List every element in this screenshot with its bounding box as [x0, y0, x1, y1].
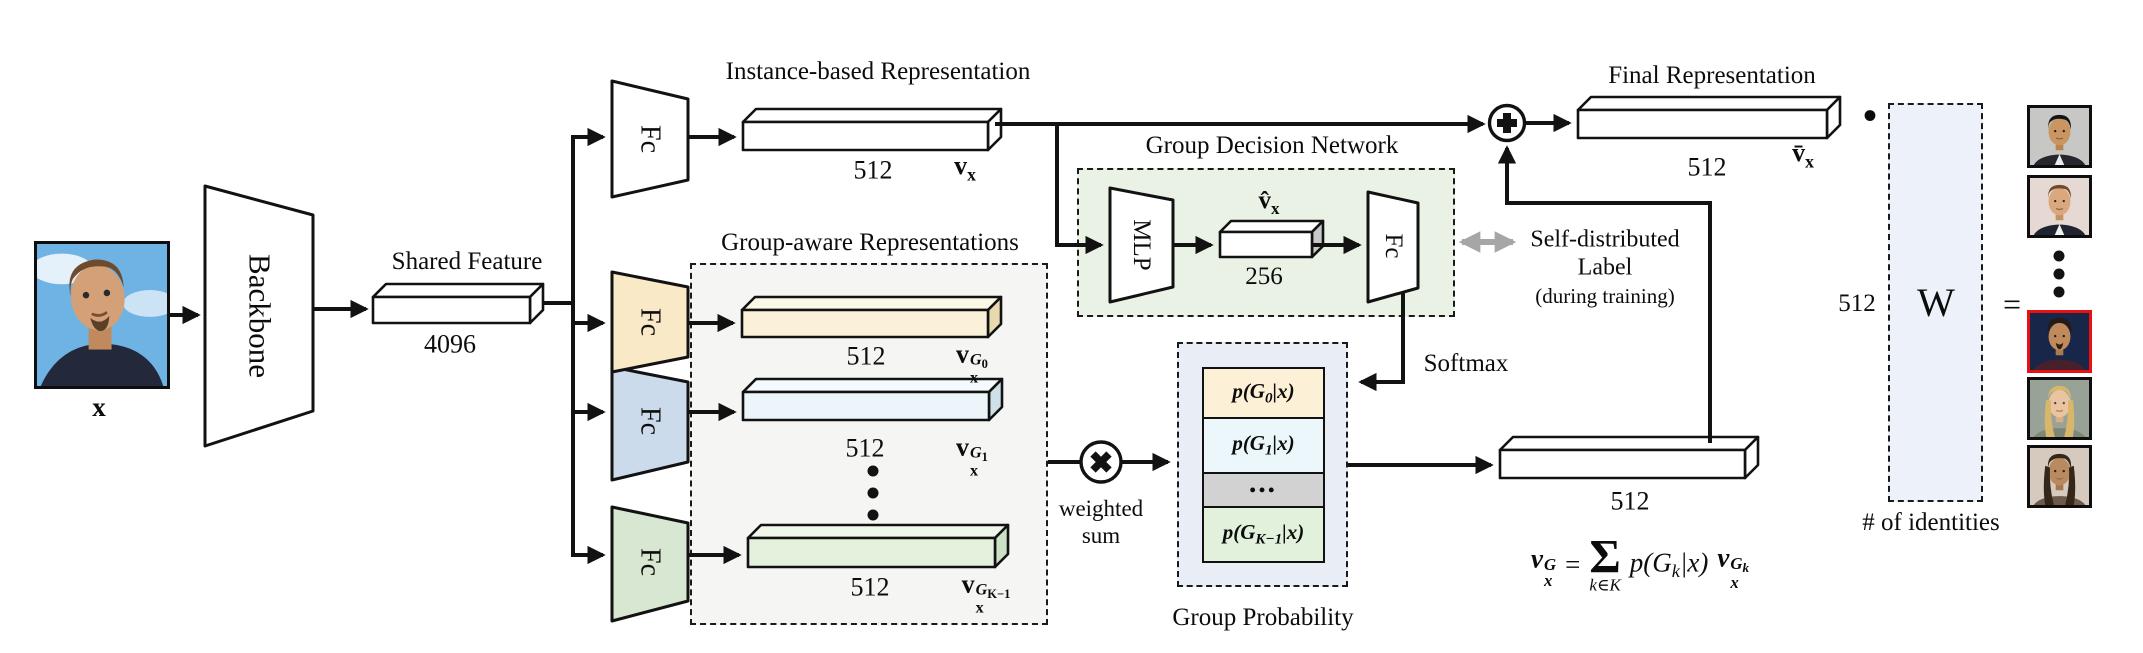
backbone-block: [203, 184, 315, 448]
groupK-dim: 512: [850, 572, 890, 602]
weighted-sum-line1: weighted: [1058, 495, 1144, 521]
final-representation-bar: [1576, 95, 1842, 140]
prob-cell-gk: p(GK−1|x): [1202, 506, 1325, 563]
instance-dim: 512: [853, 155, 893, 185]
group0-dim: 512: [846, 341, 886, 371]
shared-feature-dim: 4096: [424, 329, 476, 359]
formula-equals: =: [1565, 549, 1581, 580]
gdn-hidden-dim: 256: [1245, 262, 1283, 290]
add-operator-icon: [1487, 103, 1527, 143]
fc-groupK-block: [610, 505, 690, 623]
group-probability-title: Group Probability: [1172, 603, 1354, 631]
final-dim: 512: [1687, 152, 1727, 182]
backbone-label: Backbone: [242, 254, 278, 378]
group-aware-title: Group-aware Representations: [721, 228, 1019, 256]
identity-face-3-highlighted: [2027, 310, 2092, 373]
group0-representation-bar: [740, 295, 1003, 339]
weight-matrix-label: W: [1917, 280, 1955, 325]
arrow-groupvec-to-add: [1497, 145, 1712, 443]
fc-group0-block: [610, 270, 690, 374]
input-face-image: [34, 241, 170, 389]
softmax-label: Softmax: [1423, 349, 1509, 377]
group-aware-ellipsis-icon: [867, 465, 879, 521]
identities-caption: # of identities: [1862, 508, 2000, 536]
equals-sign: =: [2002, 286, 2022, 323]
mlp-block: [1108, 186, 1175, 304]
face-avatar: [2030, 178, 2089, 235]
identity-face-2: [2027, 175, 2092, 238]
self-distributed-line2: Label: [1577, 254, 1633, 281]
face-avatar: [2030, 448, 2089, 505]
multiply-operator-icon: [1079, 440, 1123, 484]
instance-vector-label: vx: [954, 151, 976, 185]
weight-matrix-dim: 512: [1838, 289, 1876, 317]
identity-face-5: [2027, 445, 2092, 508]
ellipsis-icon: •••: [1249, 479, 1278, 500]
instance-representation-bar: [741, 107, 1003, 152]
self-distributed-line3: (during training): [1535, 283, 1675, 308]
fc-gdn-label: Fc: [1380, 233, 1408, 259]
final-vector-label: v̄x: [1792, 138, 1814, 172]
group-vector-dim: 512: [1610, 486, 1650, 516]
shared-feature-title: Shared Feature: [391, 247, 543, 275]
gdn-title: Group Decision Network: [1145, 131, 1399, 159]
gdn-hidden-vector-label: v̂x: [1258, 187, 1280, 219]
final-title: Final Representation: [1608, 61, 1816, 89]
identity-face-4: [2027, 377, 2092, 440]
fc-groupK-label: Fc: [634, 548, 666, 576]
prob-cell-dots: •••: [1202, 472, 1325, 508]
groupK-representation-bar: [746, 523, 1010, 569]
identities-ellipsis-icon: [2053, 250, 2065, 298]
arrow-instance-to-mlp: [1055, 124, 1104, 255]
formula-probability-term: p(Gk|x): [1629, 547, 1709, 582]
group1-representation-bar: [741, 377, 1004, 422]
mlp-label: MLP: [1128, 219, 1156, 271]
prob-cell-g0: p(G0|x): [1202, 367, 1325, 419]
fc-group1-label: Fc: [634, 407, 666, 435]
instance-title: Instance-based Representation: [725, 57, 1031, 85]
shared-feature-bar: [371, 282, 545, 325]
weighted-sum-line2: sum: [1081, 522, 1121, 548]
fc-group1-block: [610, 365, 690, 482]
fc-instance-label: Fc: [634, 125, 666, 153]
face-avatar: [2030, 380, 2089, 437]
self-distributed-line1: Self-distributed: [1530, 226, 1680, 253]
weight-matrix-box: [1888, 103, 1983, 502]
identity-face-1: [2027, 105, 2092, 168]
face-avatar: [37, 244, 167, 386]
fc-group0-label: Fc: [634, 308, 666, 336]
gdn-hidden-bar: [1218, 219, 1325, 259]
fc-instance-block: [610, 79, 690, 199]
fc-gdn-block: [1366, 190, 1420, 304]
group-vector-bar: [1498, 435, 1760, 480]
face-avatar: [2030, 313, 2089, 370]
dot-product-icon: •: [1862, 93, 1878, 138]
face-avatar: [2030, 108, 2089, 165]
arrow-softmax-to-prob: [1358, 292, 1405, 392]
group1-dim: 512: [845, 433, 885, 463]
input-label: x: [92, 391, 106, 422]
